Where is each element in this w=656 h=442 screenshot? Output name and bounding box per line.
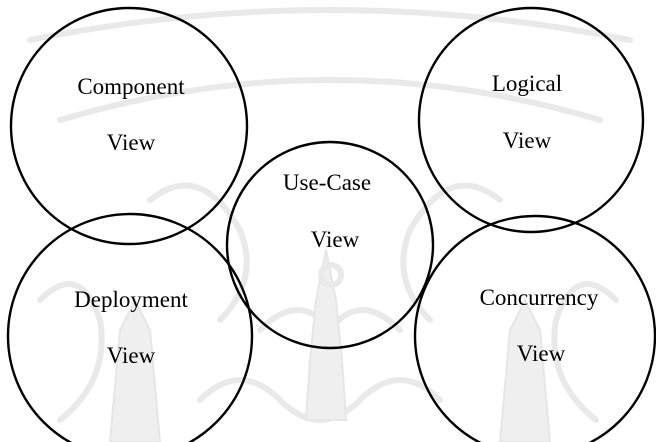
concurrency-view-label-line1: Concurrency: [480, 285, 599, 310]
concurrency-view-circle: [413, 214, 656, 442]
deployment-view-circle: [6, 212, 254, 442]
use-case-view-label-line1: Use-Case: [283, 170, 371, 195]
logical-view-label-line1: Logical: [492, 71, 562, 96]
component-view-circle: [9, 6, 249, 246]
watermark-seal: [27, 7, 633, 442]
use-case-view-circle: [225, 140, 435, 350]
component-view-label-line2: View: [107, 130, 156, 155]
deployment-view-label-line1: Deployment: [74, 287, 188, 312]
use-case-view-label-line2: View: [311, 227, 360, 252]
component-view-label-line1: Component: [77, 74, 185, 99]
logical-view-label-line2: View: [503, 128, 552, 153]
logical-view-circle: [417, 6, 645, 234]
concurrency-view-label-line2: View: [517, 341, 566, 366]
deployment-view-label-line2: View: [107, 343, 156, 368]
